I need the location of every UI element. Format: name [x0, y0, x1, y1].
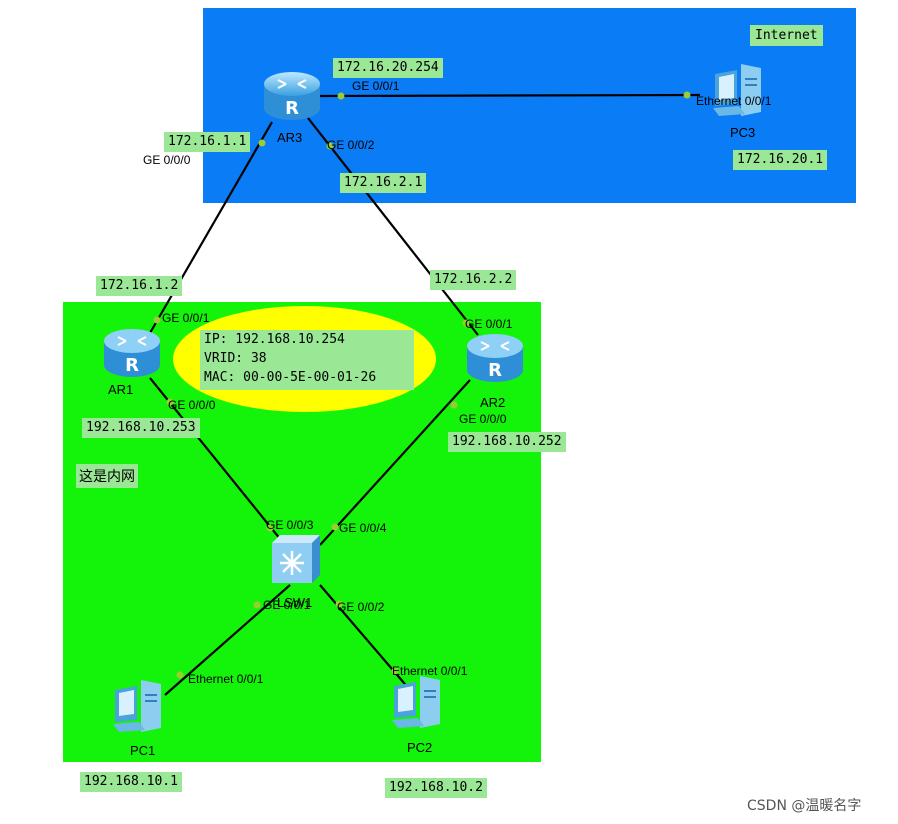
- port-dot: [258, 139, 266, 147]
- port-dot: [337, 92, 345, 100]
- vrrp-vrid: VRID: 38: [204, 351, 267, 366]
- port-dot: [683, 91, 691, 99]
- device-name-ar1: AR1: [108, 382, 134, 397]
- ip-pc2: 192.168.10.2: [385, 778, 487, 798]
- port-pc2-eth: Ethernet 0/0/1: [392, 664, 468, 678]
- port-lsw-ge001: GE 0/0/1: [263, 598, 311, 612]
- ip-pc3: 172.16.20.1: [733, 150, 828, 170]
- ip-ar1-ge001: 172.16.1.2: [96, 276, 183, 296]
- ip-pc1: 192.168.10.1: [80, 772, 182, 792]
- port-dot: [166, 398, 174, 406]
- port-ar2-ge000: GE 0/0/0: [459, 412, 507, 426]
- device-name-pc1: PC1: [130, 743, 156, 758]
- svg-text:R: R: [488, 360, 502, 381]
- pc2-icon[interactable]: [390, 672, 446, 730]
- device-name-ar2: AR2: [480, 395, 506, 410]
- port-dot: [253, 601, 261, 609]
- ip-ar3-ge002: 172.16.2.1: [340, 173, 427, 193]
- svg-text:R: R: [285, 98, 299, 119]
- router-ar3-icon[interactable]: R: [262, 68, 322, 124]
- ip-ar1-ge000: 192.168.10.253: [82, 418, 200, 438]
- link-lsw1-pc1: [164, 584, 291, 696]
- port-pc1-eth: Ethernet 0/0/1: [188, 672, 264, 686]
- port-ar1-ge001: GE 0/0/1: [162, 311, 210, 325]
- port-lsw-ge002: GE 0/0/2: [337, 600, 385, 614]
- svg-text:R: R: [125, 355, 139, 376]
- internet-title: Internet: [750, 25, 823, 46]
- link-ar3-ar1: [149, 121, 273, 334]
- port-dot: [462, 319, 470, 327]
- vrrp-mac: MAC: 00-00-5E-00-01-26: [204, 370, 377, 385]
- watermark: CSDN @温暖名字: [747, 798, 862, 814]
- port-ar2-ge001: GE 0/0/1: [465, 317, 513, 331]
- link-ar1-lsw1: [149, 377, 286, 546]
- port-dot: [391, 667, 399, 675]
- device-name-pc3: PC3: [730, 125, 756, 140]
- pc3-icon[interactable]: [711, 60, 767, 118]
- device-name-pc2: PC2: [407, 740, 433, 755]
- port-dot: [266, 524, 274, 532]
- port-dot: [326, 142, 334, 150]
- link-ar3-ar2: [307, 117, 479, 336]
- port-dot: [153, 316, 161, 324]
- port-ar3-ge000: GE 0/0/0: [143, 153, 191, 167]
- port-pc3-eth: Ethernet 0/0/1: [696, 94, 772, 108]
- port-dot: [176, 671, 184, 679]
- router-ar2-icon[interactable]: R: [465, 330, 525, 386]
- port-dot: [331, 523, 339, 531]
- port-ar3-ge002: GE 0/0/2: [327, 138, 375, 152]
- ip-ar2-ge001: 172.16.2.2: [430, 270, 517, 290]
- port-lsw-ge004: GE 0/0/4: [339, 521, 387, 535]
- port-dot: [335, 600, 343, 608]
- intranet-title: 这是内网: [76, 464, 138, 488]
- device-name-lsw1: LSW1: [277, 595, 313, 610]
- link-ar2-lsw1: [319, 379, 471, 546]
- port-lsw-ge003: GE 0/0/3: [266, 518, 314, 532]
- ip-ar2-ge000: 192.168.10.252: [448, 432, 566, 452]
- link-ar3-pc3: [319, 93, 701, 98]
- device-name-ar3: AR3: [277, 130, 303, 145]
- ip-ar3-ge001: 172.16.20.254: [333, 58, 443, 78]
- pc1-icon[interactable]: [111, 676, 167, 734]
- ip-ar3-ge000: 172.16.1.1: [164, 132, 251, 152]
- vrrp-info-box: IP: 192.168.10.254 VRID: 38 MAC: 00-00-5…: [200, 330, 414, 390]
- port-dot: [450, 401, 458, 409]
- port-ar3-ge001: GE 0/0/1: [352, 79, 400, 93]
- vrrp-ip: IP: 192.168.10.254: [204, 332, 345, 347]
- port-ar1-ge000: GE 0/0/0: [168, 398, 216, 412]
- switch-lsw1-icon[interactable]: [268, 533, 324, 585]
- router-ar1-icon[interactable]: R: [102, 325, 162, 381]
